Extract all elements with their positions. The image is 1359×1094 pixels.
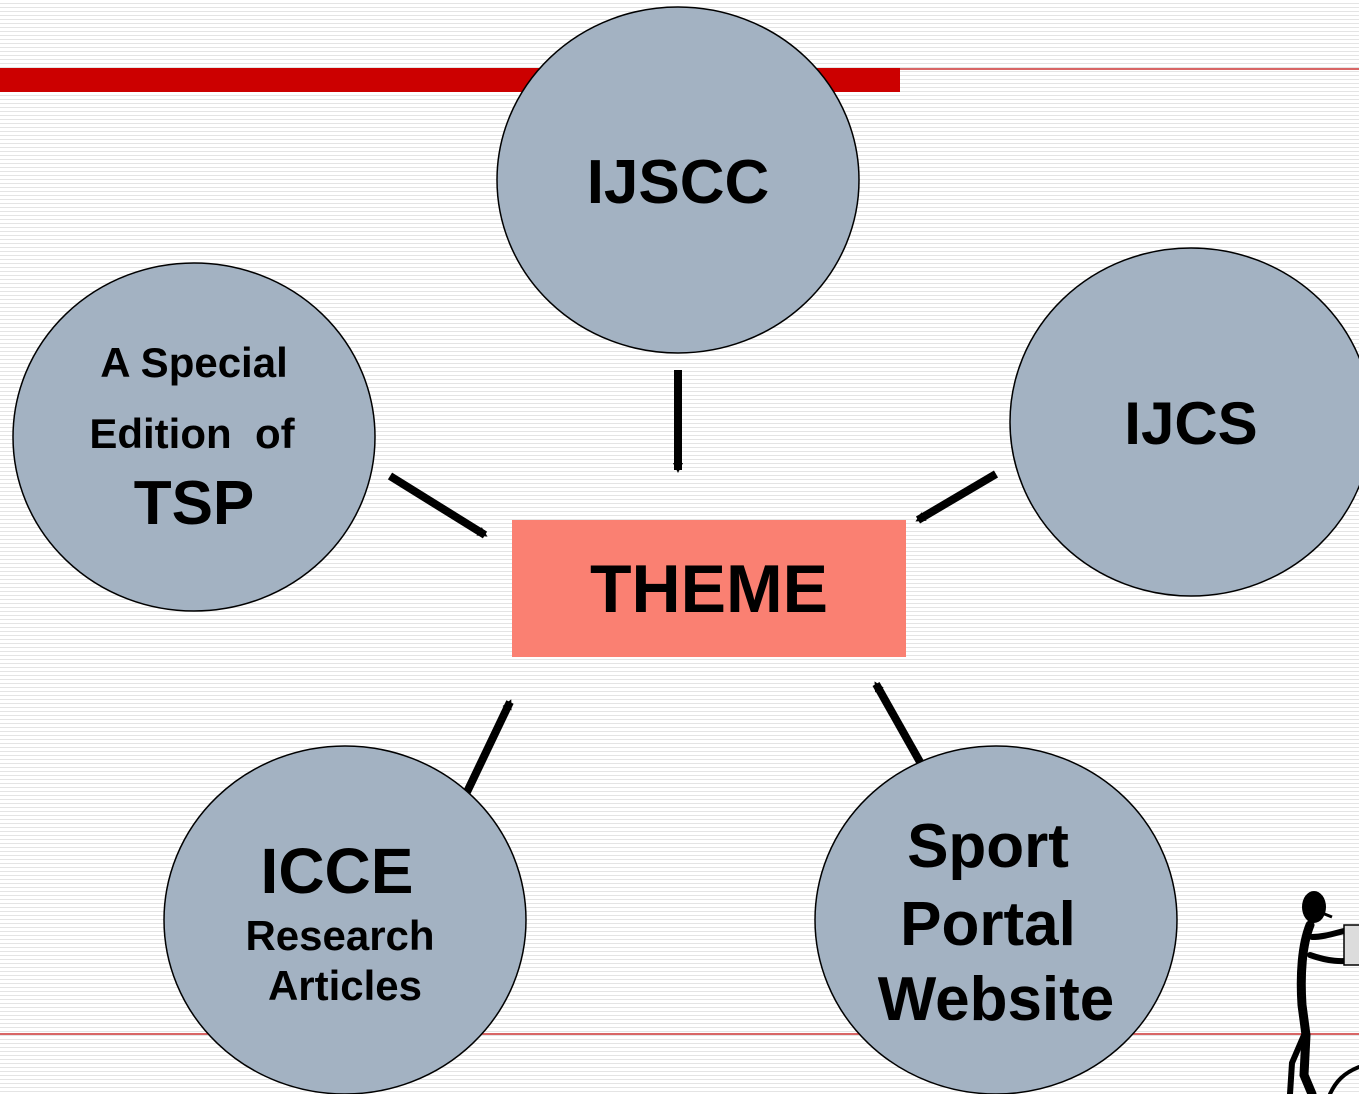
arrow-icce-to-theme — [463, 699, 514, 794]
node-ijcs-label: IJCS — [1124, 390, 1257, 457]
node-icce-line-2: Research — [245, 912, 434, 959]
node-ijscc-circle — [496, 6, 860, 354]
node-sport: Sport Portal Website — [814, 745, 1178, 1094]
node-sport-line-3: Website — [878, 965, 1115, 1034]
node-tsp-line-3: TSP — [134, 469, 255, 538]
stick-figure-pushing-icon — [1287, 891, 1359, 1094]
node-icce: ICCE Research Articles — [163, 745, 527, 1094]
node-ijcs-circle — [1009, 247, 1359, 597]
theme-label: THEME — [590, 551, 828, 627]
node-icce-line-1: ICCE — [261, 835, 414, 907]
node-sport-line-1: Sport — [907, 812, 1069, 881]
theme-node: THEME — [512, 520, 906, 657]
arrow-sport-to-theme — [872, 681, 924, 764]
node-tsp-line-2: Edition of — [89, 410, 295, 457]
arrow-ijcs-to-theme — [915, 470, 999, 524]
node-icce-circle — [163, 745, 527, 1094]
node-sport-line-2: Portal — [900, 890, 1076, 959]
node-tsp: A Special Edition of TSP — [12, 262, 376, 612]
node-tsp-circle — [12, 262, 376, 612]
arrow-tsp-to-theme — [387, 472, 488, 539]
node-icce-line-3: Articles — [268, 962, 422, 1009]
arrows — [387, 370, 999, 794]
node-sport-circle — [814, 745, 1178, 1094]
node-ijscc: IJSCC — [496, 6, 860, 354]
theme-box — [512, 520, 906, 657]
node-tsp-line-1: A Special — [100, 339, 288, 386]
node-ijcs: IJCS — [1009, 247, 1359, 597]
node-ijscc-label: IJSCC — [587, 148, 770, 217]
